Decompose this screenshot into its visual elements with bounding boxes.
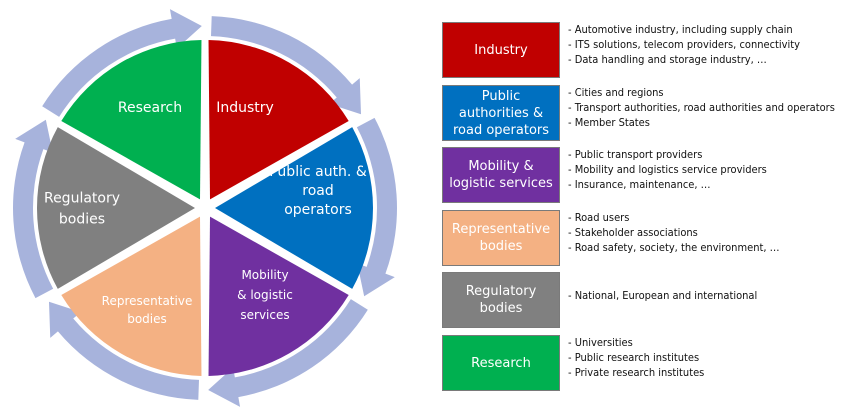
legend-item: - Member States <box>568 116 650 129</box>
legend-item: - Public research institutes <box>568 351 700 364</box>
legend-item: - Data handling and storage industry, … <box>568 53 767 66</box>
legend-items-regulatory: - National, European and international <box>568 288 757 303</box>
legend-box-label-line: logistic services <box>449 176 553 191</box>
legend-box-label-line: Representative <box>451 222 551 237</box>
legend-item: - Road users <box>568 211 630 224</box>
wheel-label-public: road <box>302 183 333 199</box>
legend-item: - Mobility and logistics service provide… <box>568 163 767 176</box>
legend-items-research: - Universities - Public research institu… <box>568 335 704 380</box>
legend-box-regulatory: Regulatory bodies <box>442 272 560 328</box>
legend-box-industry: Industry <box>442 22 560 78</box>
wheel-segment-representative <box>61 216 202 376</box>
legend-row-regulatory: Regulatory bodies - National, European a… <box>442 272 850 330</box>
wheel-segment-mobility <box>208 216 349 376</box>
legend-box-research: Research <box>442 335 560 391</box>
cycle-arrow-ring <box>12 9 397 407</box>
legend-box-label-line: road operators <box>452 122 550 138</box>
legend-row-representative: Representative bodies - Road users - Sta… <box>442 210 850 268</box>
legend-item: - Universities <box>568 336 633 349</box>
wheel-label-mobility: Mobility <box>241 268 288 282</box>
legend-item: - National, European and international <box>568 289 758 302</box>
wheel-segment-public <box>215 127 373 289</box>
stakeholder-legend: Industry - Automotive industry, includin… <box>442 0 850 420</box>
legend-box-label-line: Mobility & <box>468 159 534 174</box>
legend-items-representative: - Road users - Stakeholder associations … <box>568 210 780 255</box>
legend-item: - Transport authorities, road authoritie… <box>568 101 835 114</box>
legend-items-public-authorities: - Cities and regions - Transport authori… <box>568 85 835 130</box>
legend-box-label-line: Research <box>471 355 531 371</box>
cycle-arrow <box>48 301 199 400</box>
wheel-label-regulatory: bodies <box>59 211 105 227</box>
legend-box-public-authorities: Public authorities & road operators <box>442 85 560 141</box>
legend-item: - Cities and regions <box>568 86 664 99</box>
wheel-segment-industry <box>208 40 349 200</box>
cycle-arrow <box>42 9 202 117</box>
cycle-arrow <box>12 119 54 299</box>
wheel-label-representative: Representative <box>102 294 193 308</box>
wheel-label-public: Public auth. & <box>269 164 367 180</box>
legend-row-industry: Industry - Automotive industry, includin… <box>442 22 850 80</box>
wheel-label-industry: Industry <box>216 100 274 116</box>
legend-box-label-line: authorities & <box>458 105 544 121</box>
legend-item: - Stakeholder associations <box>568 226 698 239</box>
legend-box-representative: Representative bodies <box>442 210 560 266</box>
wheel-label-mobility: & logistic <box>237 288 293 302</box>
legend-box-label-line: bodies <box>479 239 523 254</box>
legend-box-mobility: Mobility & logistic services <box>442 147 560 203</box>
legend-item: - Private research institutes <box>568 366 705 379</box>
legend-box-label-line: Regulatory <box>465 284 537 299</box>
cycle-arrow <box>356 117 397 297</box>
legend-box-label-line: Industry <box>474 42 528 58</box>
cycle-arrow <box>211 16 362 115</box>
legend-items-mobility: - Public transport providers - Mobility … <box>568 147 767 192</box>
legend-row-public-authorities: Public authorities & road operators - Ci… <box>442 85 850 143</box>
wheel-label-public: operators <box>284 202 352 218</box>
legend-items-industry: - Automotive industry, including supply … <box>568 22 800 67</box>
legend-box-label-line: Public <box>481 88 521 104</box>
cycle-arrow <box>208 299 368 407</box>
legend-item: - Road safety, society, the environment,… <box>568 241 780 254</box>
legend-item: - ITS solutions, telecom providers, conn… <box>568 38 800 51</box>
legend-row-mobility: Mobility & logistic services - Public tr… <box>442 147 850 205</box>
wheel-segment-regulatory <box>37 127 196 289</box>
legend-box-label-line: bodies <box>479 301 523 316</box>
wheel-label-mobility: services <box>240 308 289 322</box>
wheel-segment-research <box>61 40 202 200</box>
wheel-label-research: Research <box>118 100 182 116</box>
wheel-label-regulatory: Regulatory <box>44 190 120 206</box>
wheel-label-representative: bodies <box>127 312 167 326</box>
legend-item: - Insurance, maintenance, … <box>568 178 711 191</box>
legend-row-research: Research - Universities - Public researc… <box>442 335 850 393</box>
legend-item: - Automotive industry, including supply … <box>568 23 793 36</box>
legend-item: - Public transport providers <box>568 148 703 161</box>
